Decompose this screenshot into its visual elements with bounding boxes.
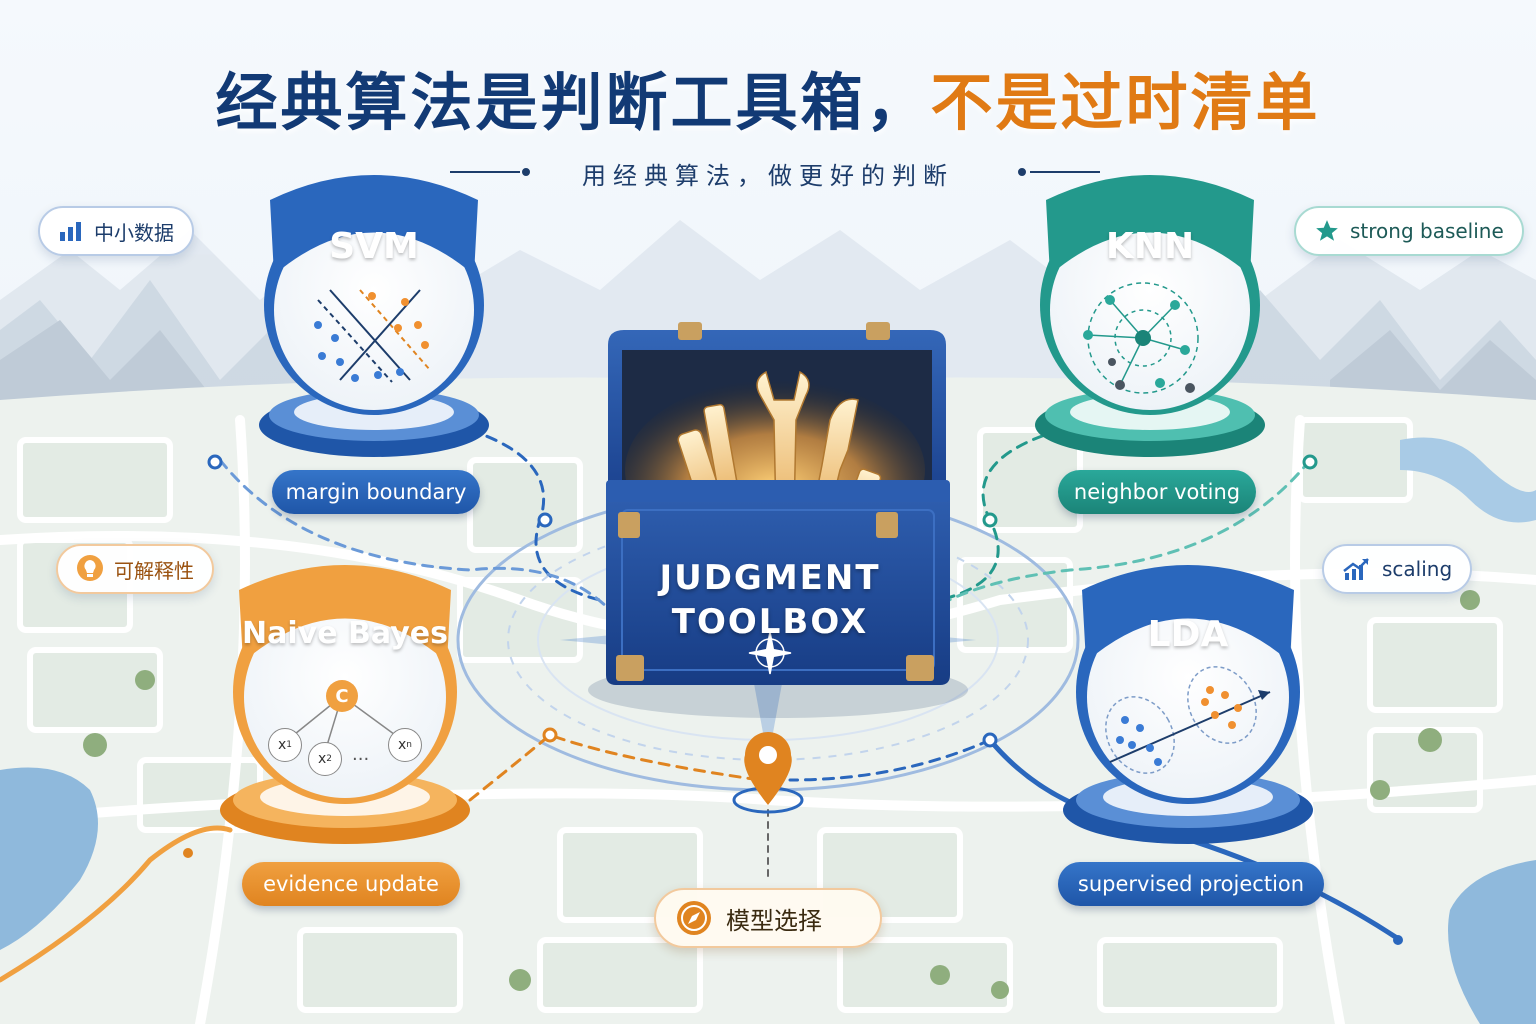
bar-chart-icon	[60, 222, 81, 241]
naive-bayes-title: Naive Bayes	[242, 616, 448, 651]
svm-diagram	[314, 289, 431, 383]
knn-title: KNN	[1105, 226, 1195, 267]
naive-bayes-badge[interactable]: evidence update	[242, 862, 460, 906]
compass-emblem-icon	[748, 631, 792, 675]
star-icon	[1316, 220, 1338, 241]
lda-badge[interactable]: supervised projection	[1058, 862, 1324, 906]
judgment-toolbox[interactable]	[588, 322, 968, 718]
water	[0, 437, 1536, 1024]
model-selection-pill[interactable]: 模型选择	[654, 888, 882, 948]
toolbox-label-line2: TOOLBOX	[671, 602, 869, 642]
map-blocks	[17, 417, 1503, 1013]
trees	[83, 590, 1480, 999]
bayes-node-x2-var: x	[317, 751, 327, 767]
svm-badge[interactable]: margin boundary	[272, 470, 480, 514]
bayes-node-x1-sub: 1	[286, 740, 293, 750]
tag-interpretability-label: 可解释性	[114, 558, 194, 583]
bayes-node-x2-sub: 2	[326, 754, 333, 764]
lda-diagram	[1105, 666, 1271, 774]
trend-up-icon	[1343, 558, 1369, 580]
bayes-node-c: C	[326, 680, 358, 712]
knn-medallion[interactable]	[1035, 175, 1265, 457]
page-title: 经典算法是判断工具箱，不是过时清单	[0, 52, 1536, 142]
tag-strong-baseline-label: strong baseline	[1350, 219, 1504, 243]
svm-title: SVM	[329, 226, 419, 267]
model-selection-label: 模型选择	[726, 906, 822, 935]
tag-small-data-label: 中小数据	[94, 220, 174, 245]
tag-strong-baseline[interactable]: strong baseline	[1294, 206, 1524, 256]
toolbox-label-line1: JUDGMENT	[659, 558, 881, 598]
page-subtitle: 用经典算法，做更好的判断	[582, 162, 954, 190]
compass-icon	[677, 901, 711, 935]
title-highlight: 不是过时清单	[930, 66, 1321, 139]
lda-title: LDA	[1147, 614, 1229, 655]
path-nodes	[183, 454, 1403, 945]
knn-badge[interactable]: neighbor voting	[1058, 470, 1256, 514]
lda-medallion[interactable]	[1063, 565, 1313, 844]
svm-medallion[interactable]	[259, 175, 489, 457]
location-pin-icon	[732, 732, 804, 814]
tag-scaling-label: scaling	[1382, 557, 1453, 581]
bayes-node-xn-sub: n	[406, 740, 412, 750]
tag-interpretability[interactable]: 可解释性	[56, 544, 214, 594]
bayes-node-x1-var: x	[277, 737, 287, 753]
lightbulb-icon	[77, 555, 103, 581]
tag-scaling[interactable]: scaling	[1322, 544, 1473, 594]
toolbox-label: JUDGMENT TOOLBOX	[620, 556, 920, 644]
tag-small-data[interactable]: 中小数据	[38, 206, 194, 256]
title-main: 经典算法是判断工具箱，	[215, 66, 931, 139]
subtitle-decor	[450, 168, 1100, 176]
bayes-node-xn-var: x	[397, 737, 407, 753]
knn-diagram	[1083, 282, 1199, 394]
bayes-ellipsis: ...	[352, 744, 370, 765]
